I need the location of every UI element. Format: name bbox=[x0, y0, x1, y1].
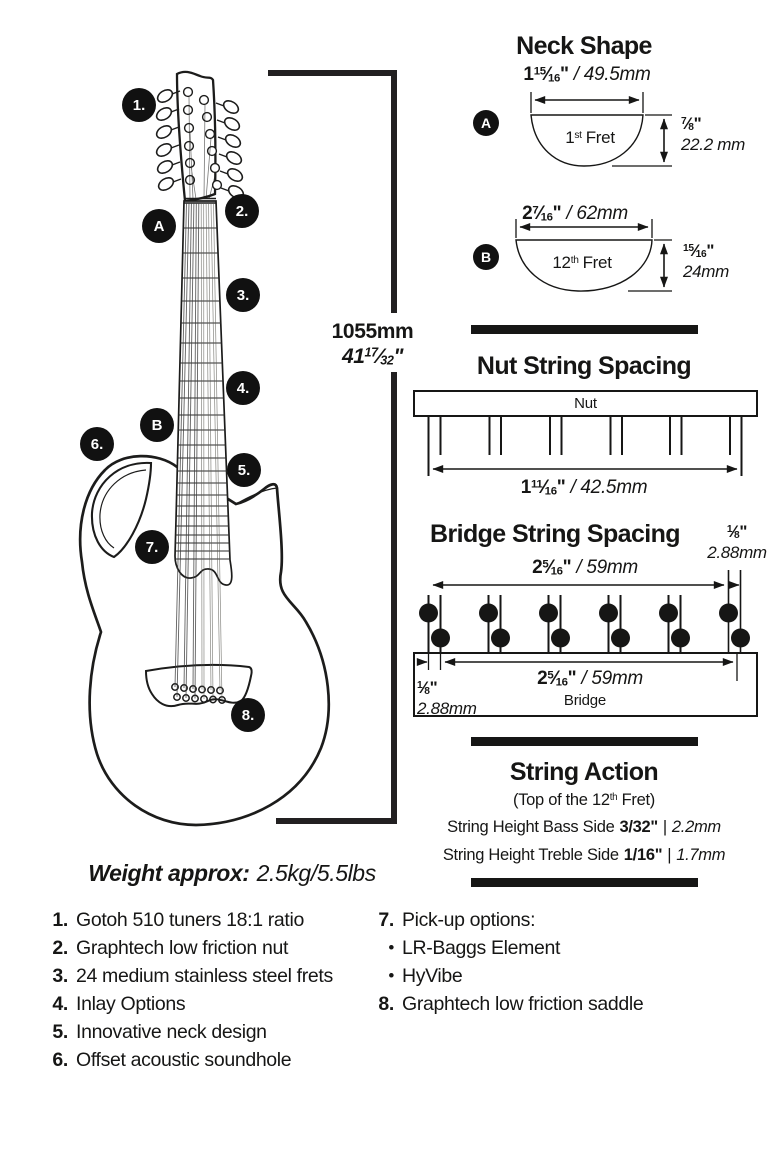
divider-2 bbox=[471, 737, 698, 746]
callout-7: 7. bbox=[135, 530, 169, 564]
feature-item-3: 3.24 medium stainless steel frets bbox=[52, 964, 333, 987]
length-bracket-top bbox=[268, 70, 397, 76]
tuners-left bbox=[155, 89, 182, 191]
profile-a-width: 115⁄16"/ 49.5mm bbox=[523, 64, 651, 85]
feature-item-1: 1.Gotoh 510 tuners 18:1 ratio bbox=[52, 908, 304, 931]
string-action-subtitle: (Top of the 12th Fret) bbox=[513, 791, 655, 809]
overall-length-inches: 4117⁄32" bbox=[341, 344, 404, 368]
bridge-span-dimension-inner: 25⁄16"/ 59mm bbox=[537, 668, 643, 689]
string-action-title: String Action bbox=[509, 758, 659, 786]
weight-note: Weight approx:2.5kg/5.5lbs bbox=[72, 860, 392, 887]
callout-b: B bbox=[140, 408, 174, 442]
profile-b-width: 27⁄16"/ 62mm bbox=[522, 203, 628, 224]
bridge-box-label: Bridge bbox=[563, 692, 607, 709]
weight-value: 2.5kg/5.5lbs bbox=[256, 860, 377, 886]
profile-b-height: 15⁄16" 24mm bbox=[683, 241, 730, 281]
callout-1: 1. bbox=[122, 88, 156, 122]
callout-2: 2. bbox=[225, 194, 259, 228]
weight-label: Weight approx: bbox=[88, 860, 250, 886]
feature-item-7: 7.Pick-up options: bbox=[378, 908, 536, 931]
callout-5: 5. bbox=[227, 453, 261, 487]
length-bracket-vertical-upper bbox=[391, 70, 397, 313]
callout-8: 8. bbox=[231, 698, 265, 732]
length-bracket-vertical-lower bbox=[391, 372, 397, 824]
divider-1 bbox=[471, 325, 698, 334]
length-bracket-bottom bbox=[276, 818, 397, 824]
bridge-pair-spacing-bottom: 1⁄8" 2.88mm bbox=[417, 678, 477, 718]
callout-a: A bbox=[142, 209, 176, 243]
neck-profile-a-diagram bbox=[530, 92, 672, 167]
feature-item-6: 6.Offset acoustic soundhole bbox=[52, 1048, 292, 1071]
profile-a-height: 7⁄8" 22.2 mm bbox=[681, 114, 746, 154]
neck-shape-title: Neck Shape bbox=[516, 32, 652, 60]
overall-length-mm: 1055mm bbox=[331, 320, 414, 343]
feature-item-8: 8.Graphtech low friction saddle bbox=[378, 992, 644, 1015]
feature-item-7-bullet-1: •LR-Baggs Element bbox=[388, 936, 561, 959]
callout-4: 4. bbox=[226, 371, 260, 405]
profile-b-badge: B bbox=[473, 244, 499, 270]
bridge-pair-spacing-top: 1⁄8" 2.88mm bbox=[707, 522, 767, 562]
overall-length: 1055mm 4117⁄32" bbox=[300, 320, 445, 370]
bridge-spacing-title: Bridge String Spacing bbox=[430, 520, 681, 548]
neck-profile-b-diagram bbox=[515, 219, 672, 292]
divider-3 bbox=[471, 878, 698, 887]
features-list-right: 7.Pick-up options: •LR-Baggs Element •Hy… bbox=[368, 906, 643, 1018]
feature-item-2: 2.Graphtech low friction nut bbox=[52, 936, 289, 959]
callout-6: 6. bbox=[80, 427, 114, 461]
nut-spacing-dimension: 111⁄16"/ 42.5mm bbox=[520, 477, 648, 498]
guitar-drawing bbox=[78, 70, 331, 827]
bridge-span-dimension-top: 25⁄16"/ 59mm bbox=[532, 557, 638, 578]
nut-spacing-title: Nut String Spacing bbox=[476, 352, 692, 380]
feature-item-5: 5.Innovative neck design bbox=[52, 1020, 267, 1043]
features-list-left: 1.Gotoh 510 tuners 18:1 ratio 2.Graphtec… bbox=[42, 906, 333, 1074]
nut-box: Nut bbox=[413, 390, 758, 417]
feature-item-4: 4.Inlay Options bbox=[52, 992, 186, 1015]
nut-diagram bbox=[427, 417, 743, 476]
feature-item-7-bullet-2: •HyVibe bbox=[388, 964, 463, 987]
bridge-diagram bbox=[416, 570, 750, 681]
callout-3: 3. bbox=[226, 278, 260, 312]
bridge-box bbox=[413, 652, 758, 717]
profile-a-badge: A bbox=[473, 110, 499, 136]
nut-box-label: Nut bbox=[574, 395, 597, 412]
